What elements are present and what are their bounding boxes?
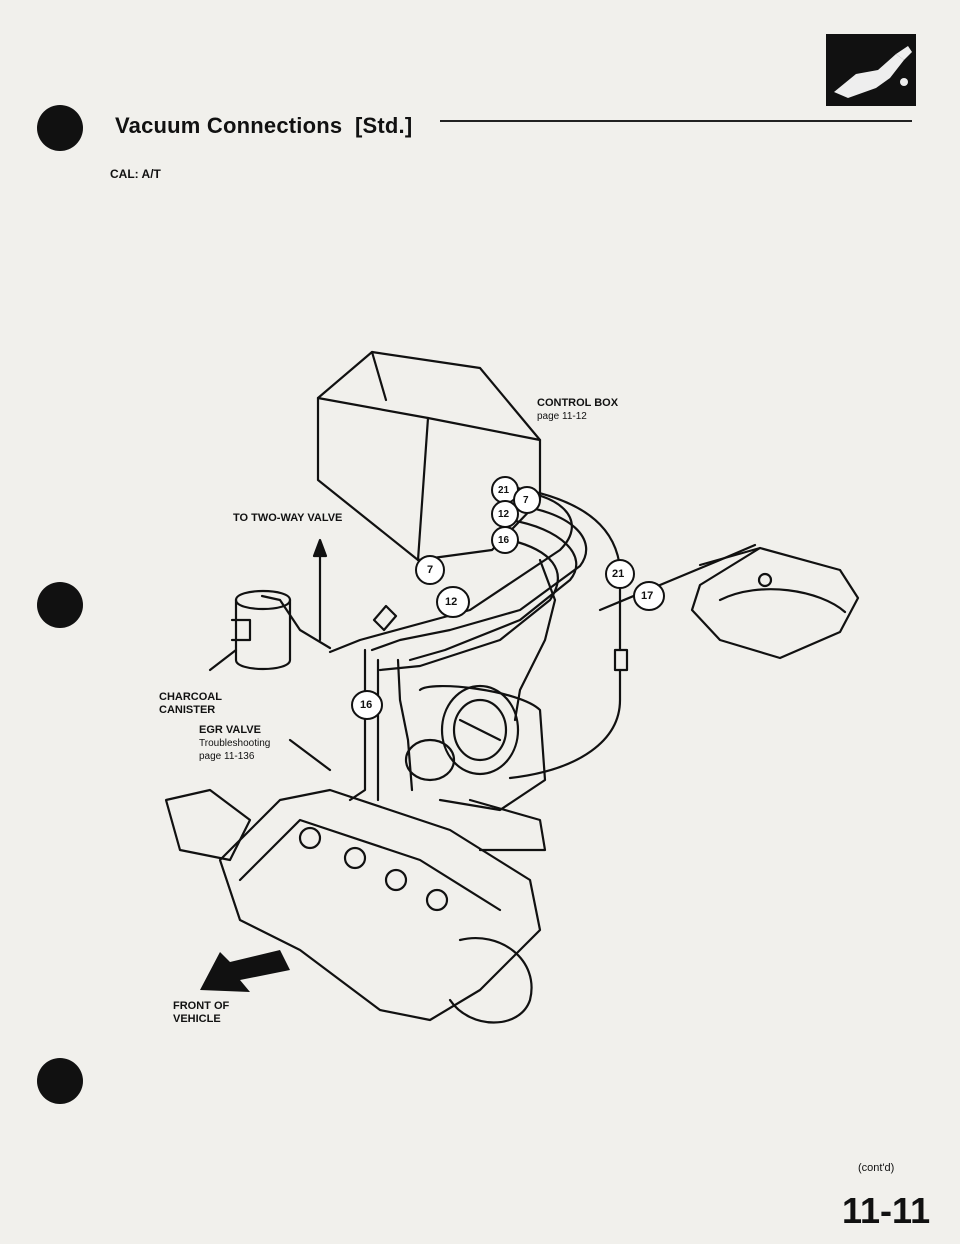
two-way-valve-label: TO TWO-WAY VALVE	[233, 512, 343, 524]
continued-note: (cont'd)	[858, 1162, 895, 1174]
throttle-body	[404, 684, 547, 812]
hose-label-7b	[415, 555, 445, 585]
control-box-label: CONTROL BOX page 11-12	[537, 397, 619, 422]
hose-number: 16	[360, 699, 373, 711]
hose-number: 7	[427, 564, 434, 576]
hose-number: 7	[523, 495, 529, 506]
hose-label-16b	[351, 690, 383, 720]
hose-number: 12	[445, 596, 458, 608]
hose-number: 21	[612, 568, 625, 580]
hose-label-17	[633, 581, 665, 611]
hose-number: 17	[641, 590, 654, 602]
hose-number: 12	[498, 509, 510, 520]
binder-hole	[37, 582, 83, 628]
fuel-nozzle-icon	[826, 34, 916, 106]
hose-label-16	[491, 526, 519, 554]
charcoal-canister	[230, 590, 332, 670]
binder-hole	[37, 105, 83, 151]
front-of-vehicle-label: FRONT OF VEHICLE	[173, 1000, 230, 1025]
front-arrow-icon	[200, 950, 290, 992]
hose-label-21b	[605, 559, 635, 589]
charcoal-canister-label: CHARCOAL CANISTER	[159, 691, 222, 716]
hose-label-12b	[436, 586, 470, 618]
hose-label-7	[513, 486, 541, 514]
hose-number: 16	[498, 535, 510, 546]
hose-number: 21	[498, 485, 510, 496]
page-number: 11-11	[842, 1190, 931, 1231]
air-cleaner	[690, 546, 860, 660]
egr-valve-label: EGR VALVE Troubleshooting page 11-136	[199, 724, 271, 762]
binder-hole	[37, 1058, 83, 1104]
page-title: Vacuum Connections [Std.]	[115, 113, 413, 138]
intake-manifold	[164, 788, 547, 1024]
title-rule	[440, 120, 912, 122]
subtitle: CAL: A/T	[110, 167, 161, 181]
